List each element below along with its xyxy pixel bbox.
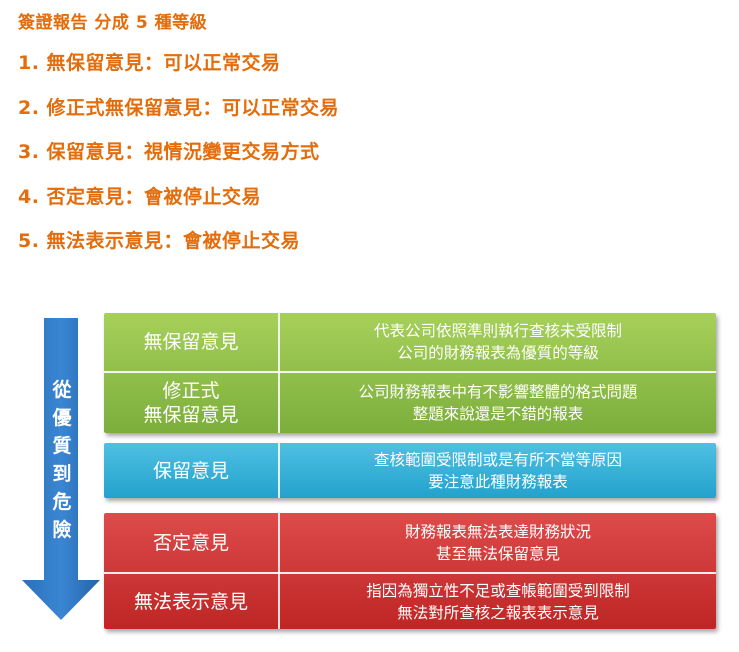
opinion-name: 無保留意見 (143, 331, 239, 353)
opinion-desc-line: 指因為獨立性不足或查帳範圍受到限制 (366, 581, 630, 600)
opinion-name: 保留意見 (152, 459, 229, 482)
arrow-label-char: 質 (52, 435, 72, 457)
list-item: 2. 修正式無保留意見：可以正常交易 (18, 96, 340, 119)
list-item: 5. 無法表示意見：會被停止交易 (18, 230, 301, 253)
opinion-desc-cell: 指因為獨立性不足或查帳範圍受到限制 無法對所查核之報表表示意見 (280, 574, 716, 629)
opinion-desc-line: 公司財務報表中有不影響整體的格式問題 (358, 383, 638, 401)
down-arrow-icon (20, 318, 102, 620)
arrow-label-char: 到 (52, 463, 72, 485)
opinion-desc-line: 甚至無法保留意見 (435, 544, 560, 563)
opinion-desc-line: 查核範圍受限制或是有所不當等原因 (373, 450, 622, 469)
arrow-label-char: 險 (52, 519, 72, 541)
opinion-desc-cell: 查核範圍受限制或是有所不當等原因 要注意此種財務報表 (280, 443, 716, 498)
opinion-desc-cell: 財務報表無法表達財務狀況 甚至無法保留意見 (280, 513, 716, 572)
opinion-levels-list: 1. 無保留意見：可以正常交易 2. 修正式無保留意見：可以正常交易 3. 保留… (18, 48, 339, 271)
opinion-desc-cell: 代表公司依照準則執行查核未受限制 公司的財務報表為優質的等級 (280, 313, 716, 371)
opinion-name: 無保留意見 (143, 404, 239, 426)
opinion-name-cell: 否定意見 (104, 513, 278, 572)
list-item: 1. 無保留意見：可以正常交易 (18, 52, 281, 74)
opinion-desc-line: 無法對所查核之報表表示意見 (397, 603, 599, 622)
opinion-name: 修正式 (162, 380, 220, 402)
opinion-desc-cell: 公司財務報表中有不影響整體的格式問題 整題來說還是不錯的報表 (280, 373, 716, 433)
blue-group: 保留意見 查核範圍受限制或是有所不當等原因 要注意此種財務報表 (104, 443, 716, 498)
arrow-label-char: 危 (52, 491, 72, 513)
opinion-desc-line: 代表公司依照準則執行查核未受限制 (373, 322, 622, 340)
arrow-label-char: 從 (52, 379, 72, 401)
green-group: 無保留意見 代表公司依照準則執行查核未受限制 公司的財務報表為優質的等級 修正式… (104, 313, 716, 433)
page-title: 簽證報告 分成 5 種等級 (18, 13, 208, 33)
column-divider (278, 313, 280, 433)
row-divider (104, 572, 716, 574)
row-divider (104, 371, 716, 373)
opinion-desc-line: 要注意此種財務報表 (428, 472, 568, 491)
opinion-name-cell: 無法表示意見 (104, 574, 278, 629)
opinion-name-cell: 修正式 無保留意見 (104, 373, 278, 433)
column-divider (278, 443, 280, 498)
opinion-name-cell: 保留意見 (104, 443, 278, 498)
opinion-desc-line: 公司的財務報表為優質的等級 (397, 344, 599, 362)
opinion-name: 無法表示意見 (133, 590, 248, 613)
opinion-desc-line: 財務報表無法表達財務狀況 (404, 522, 591, 541)
opinion-name: 否定意見 (152, 531, 229, 554)
opinion-desc-line: 整題來說還是不錯的報表 (412, 405, 584, 423)
column-divider (278, 513, 280, 629)
list-item: 3. 保留意見：視情況變更交易方式 (18, 141, 320, 164)
arrow-label: 從 優 質 到 危 險 (47, 376, 77, 544)
opinion-name-cell: 無保留意見 (104, 313, 278, 371)
red-group: 否定意見 財務報表無法表達財務狀況 甚至無法保留意見 無法表示意見 指因為獨立性… (104, 513, 716, 629)
list-item: 4. 否定意見：會被停止交易 (18, 185, 262, 208)
arrow-label-char: 優 (52, 407, 72, 429)
